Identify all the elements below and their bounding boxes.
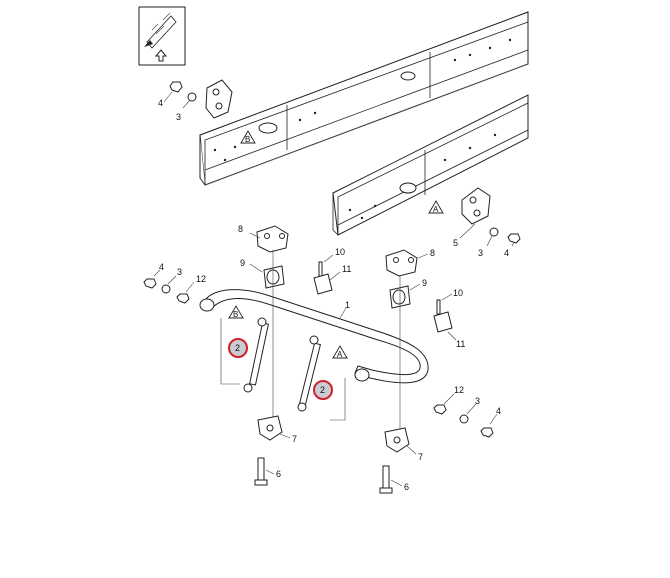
frame-rail-lower <box>332 94 529 236</box>
link-rod-right <box>297 335 322 412</box>
bolt-6-left <box>254 457 268 486</box>
marker-b-lower: B <box>228 305 244 319</box>
mount-7-right <box>384 427 410 453</box>
callout-11-right: 11 <box>456 339 465 349</box>
callout-6-left: 6 <box>276 469 281 479</box>
fasteners-lower-right <box>433 393 498 438</box>
callout-2-left-highlight: 2 <box>228 338 248 358</box>
bracket-11-left <box>313 273 333 295</box>
marker-b-upper: B <box>240 130 256 144</box>
callout-4-left: 4 <box>159 262 164 272</box>
callout-3-right-bottom: 3 <box>475 396 480 406</box>
callout-2-left: 2 <box>235 343 240 353</box>
bracket-lower-right <box>461 187 491 225</box>
callout-4-right-bottom: 4 <box>496 406 501 416</box>
marker-b-lower-label: B <box>233 310 238 319</box>
marker-a-label: A <box>433 205 439 214</box>
callout-11-left: 11 <box>342 264 351 274</box>
clamp-8-left <box>256 225 289 253</box>
marker-b-label: B <box>245 135 250 144</box>
fasteners-right-bracket <box>459 223 521 247</box>
nut-top-left <box>163 81 197 109</box>
callout-12-left: 12 <box>196 274 206 284</box>
callout-5: 5 <box>453 238 458 248</box>
bolt-10-right <box>436 299 441 315</box>
callout-3-right-top: 3 <box>478 248 483 258</box>
callout-7-right: 7 <box>418 452 423 462</box>
bracket-11-right <box>433 311 453 333</box>
bolt-10-left <box>318 261 323 277</box>
callout-12-right: 12 <box>454 385 464 395</box>
callout-10-right: 10 <box>453 288 463 298</box>
mount-7-left <box>257 415 283 441</box>
callout-1: 1 <box>345 300 350 310</box>
stabilizer-bar <box>199 289 429 384</box>
marker-a-upper: A <box>428 200 444 214</box>
link-rod-left <box>243 317 269 393</box>
callout-2-right-highlight: 2 <box>313 380 333 400</box>
frame-rail-upper <box>199 11 529 186</box>
callout-3-left: 3 <box>177 267 182 277</box>
bolt-6-right <box>379 465 393 494</box>
callout-4-right-top: 4 <box>504 248 509 258</box>
callout-9-right: 9 <box>422 278 427 288</box>
callout-4-top: 4 <box>158 98 163 108</box>
bushing-9-right <box>389 285 411 309</box>
front-direction-icon <box>138 6 186 66</box>
callout-7-left: 7 <box>292 434 297 444</box>
callout-3-top: 3 <box>176 112 181 122</box>
clamp-8-right <box>385 249 418 277</box>
callout-8-right: 8 <box>430 248 435 258</box>
fasteners-left <box>143 269 195 304</box>
bushing-9-left <box>263 265 285 289</box>
callout-10-left: 10 <box>335 247 345 257</box>
callout-8-left: 8 <box>238 224 243 234</box>
callout-2-right: 2 <box>320 385 325 395</box>
bracket-upper-left <box>205 79 233 119</box>
callout-9-left: 9 <box>240 258 245 268</box>
callout-6-right: 6 <box>404 482 409 492</box>
marker-a-lower: A <box>332 345 348 359</box>
marker-a-lower-label: A <box>337 350 343 359</box>
